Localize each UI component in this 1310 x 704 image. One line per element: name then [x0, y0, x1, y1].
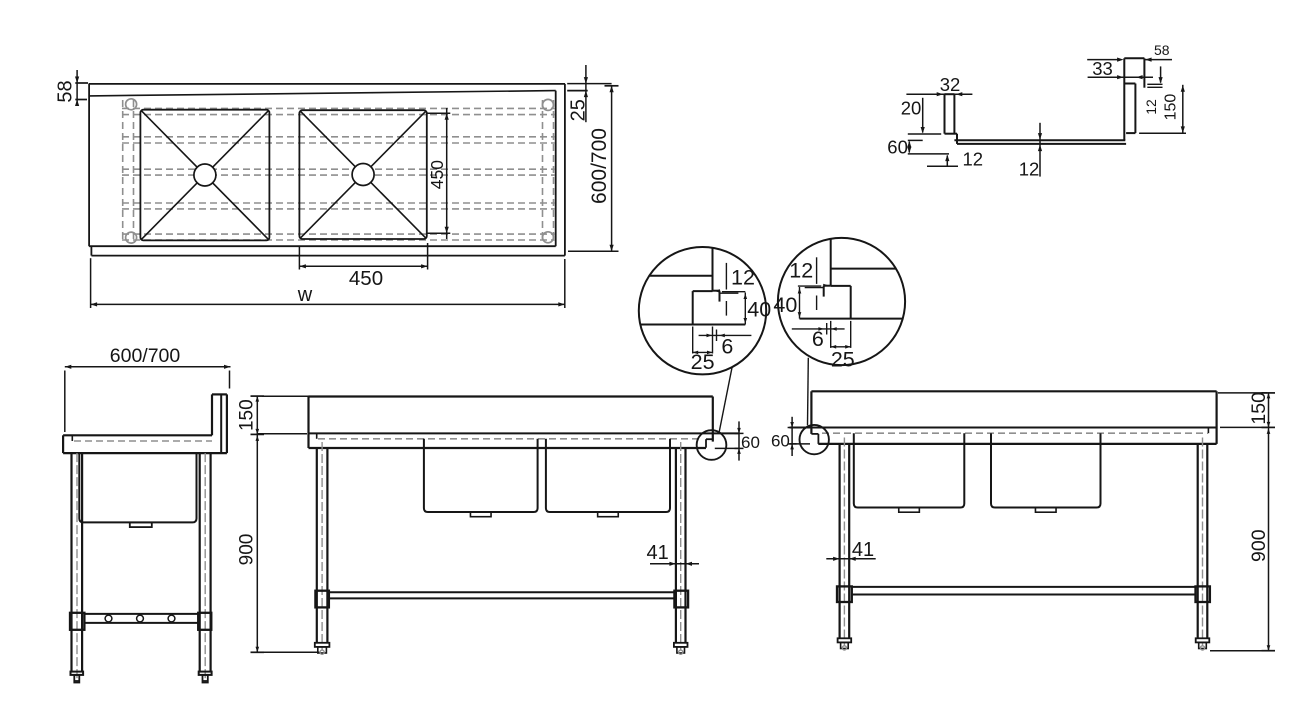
svg-text:33: 33: [1092, 58, 1113, 79]
svg-text:60: 60: [741, 433, 760, 452]
svg-text:20: 20: [901, 97, 922, 118]
svg-text:58: 58: [54, 80, 76, 102]
svg-text:12: 12: [1143, 99, 1159, 115]
svg-text:60: 60: [771, 432, 790, 451]
svg-text:32: 32: [940, 74, 961, 95]
svg-text:900: 900: [237, 534, 258, 566]
svg-text:25: 25: [831, 347, 855, 371]
svg-text:41: 41: [852, 539, 874, 561]
svg-text:25: 25: [567, 99, 589, 121]
svg-text:450: 450: [427, 160, 447, 189]
svg-text:12: 12: [731, 266, 755, 290]
svg-text:41: 41: [646, 542, 668, 564]
svg-text:58: 58: [1154, 42, 1170, 58]
svg-text:12: 12: [963, 149, 984, 170]
svg-text:w: w: [297, 284, 313, 306]
svg-text:600/700: 600/700: [588, 128, 611, 204]
svg-text:150: 150: [237, 399, 258, 431]
svg-text:40: 40: [773, 293, 797, 317]
svg-text:900: 900: [1248, 529, 1270, 562]
svg-text:450: 450: [349, 267, 383, 290]
svg-text:150: 150: [1163, 94, 1180, 121]
svg-text:600/700: 600/700: [110, 345, 181, 367]
svg-text:40: 40: [747, 297, 771, 321]
svg-text:6: 6: [721, 335, 733, 359]
svg-text:60: 60: [887, 136, 908, 157]
svg-text:25: 25: [691, 350, 715, 374]
svg-text:12: 12: [789, 259, 813, 283]
svg-text:6: 6: [812, 327, 824, 351]
svg-text:150: 150: [1248, 392, 1270, 425]
svg-text:12: 12: [1019, 158, 1040, 179]
